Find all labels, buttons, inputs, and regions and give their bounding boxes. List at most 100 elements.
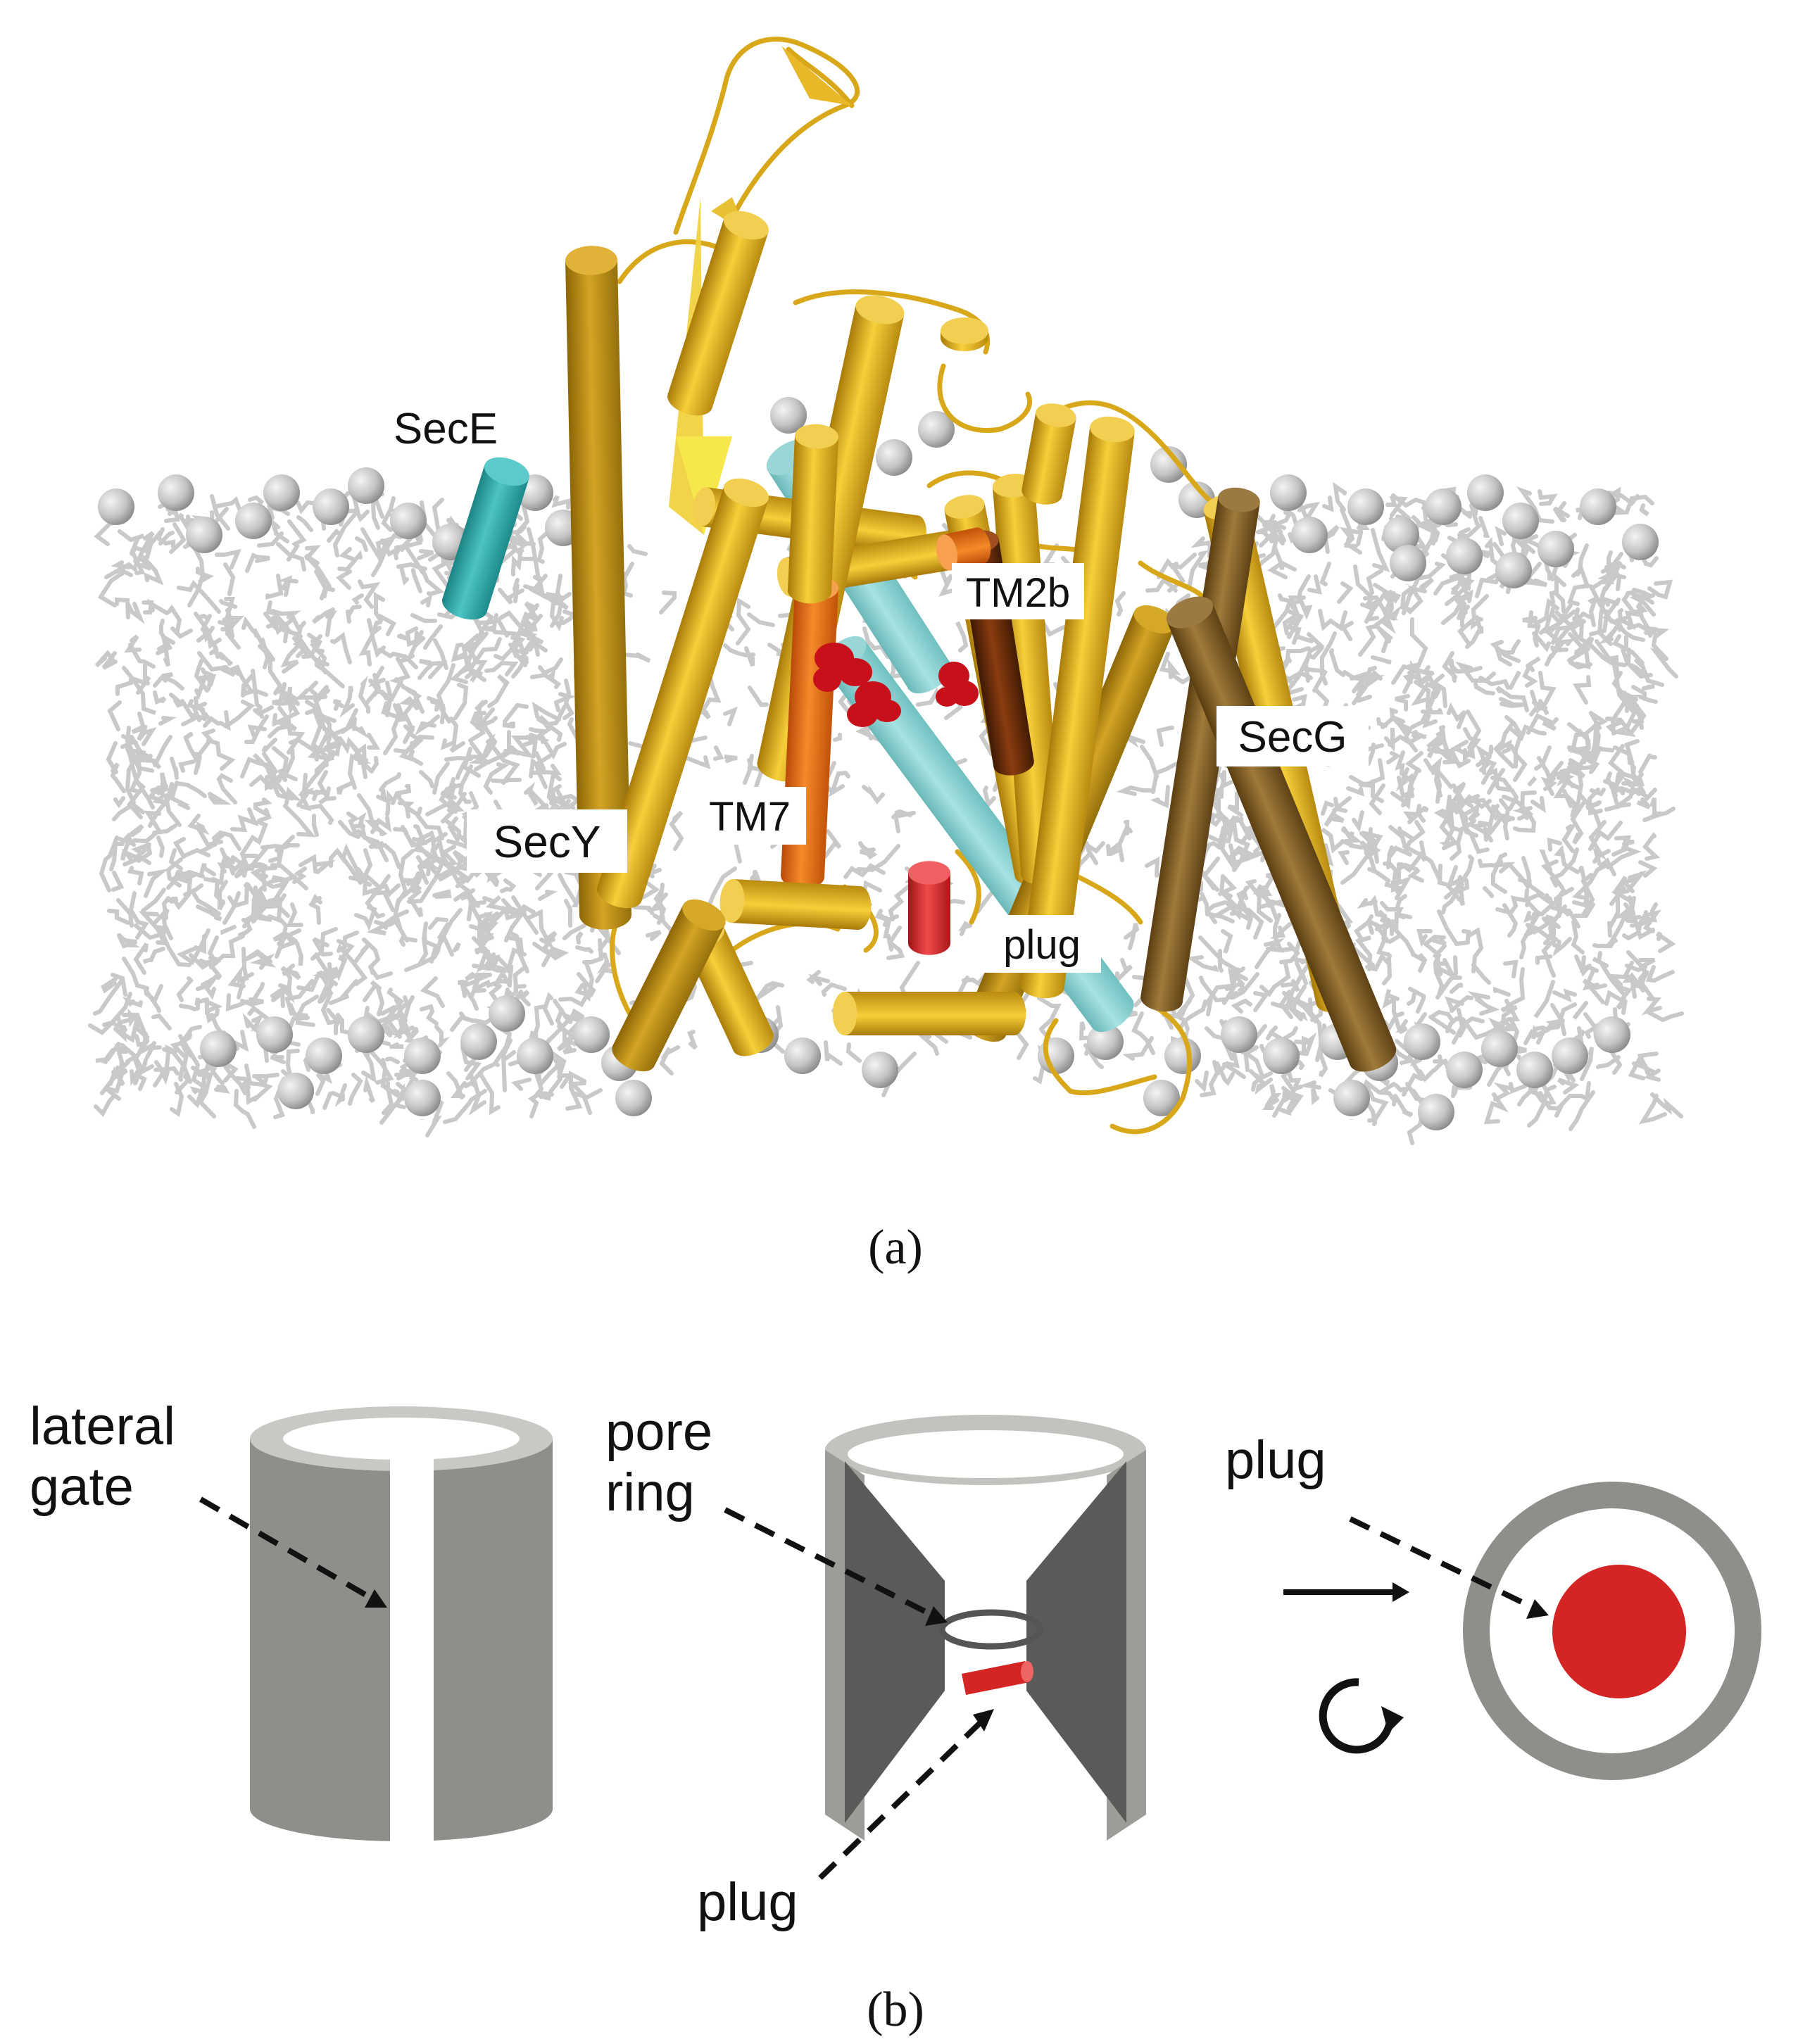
lipid-tail [1534,598,1560,626]
lipid-tail [151,1013,172,1030]
lipid-tail [268,893,287,923]
lipid-head [1164,1037,1201,1074]
lipid-tail [97,570,126,607]
lipid-tail [336,781,355,795]
lipid-tail [1550,1003,1566,1036]
lipid-tail [509,931,529,973]
lipid-tail [1459,819,1476,831]
lipid-tail [127,602,145,624]
lipid-tail [177,1052,189,1082]
lipid-tail [1391,664,1414,685]
lipid-tail [1465,615,1483,649]
lipid-tail [327,528,340,543]
lipid-tail [277,575,298,597]
lipid-tail [1647,1011,1684,1023]
lipid-tail [381,1058,388,1088]
lipid-tail [393,1018,415,1039]
lipid-tail [280,642,302,674]
lipid-tail [462,747,481,778]
lipid-tail [1614,895,1636,919]
lipid-tail [1539,614,1552,635]
lipid-head [517,1037,553,1074]
lipid-tail [1382,954,1392,985]
lipid-tail [596,952,612,974]
lipid-tail [1227,791,1243,817]
lipid-tail [364,690,383,706]
lipid-tail [402,695,420,732]
lipid-tail [516,634,529,664]
lipid-tail [327,962,337,982]
lipid-tail [571,1088,603,1100]
lipid-tail [1493,1082,1511,1102]
lipid-tail [241,616,256,633]
lipid-tail [1650,1092,1683,1118]
lipid-tail [564,899,572,928]
lipid-tail [1221,929,1233,954]
lipid-head [1580,488,1616,525]
lipid-tail [381,496,396,532]
lipid-tail [1264,1084,1279,1109]
lipid-tail [1588,597,1597,627]
lipid-tail [1222,1062,1246,1079]
lipid-head [1390,545,1426,581]
lipid-tail [1595,639,1619,677]
lipid-tail [322,1090,340,1110]
helix-secy-tm1 [565,246,631,930]
lipid-tail [469,741,487,760]
lipid-tail [337,939,355,964]
lipid-head [1467,474,1504,511]
lipid-tail [128,824,144,837]
lipid-tail [514,990,531,1007]
lipid-tail [382,909,409,930]
lipid-tail [160,674,184,690]
lipid-tail [505,935,524,954]
lipid-tail [562,679,574,720]
lipid-tail [1572,675,1592,705]
lipid-tail [888,884,911,921]
lipid-tail [1349,775,1371,788]
lipid-tail [532,764,562,776]
lipid-tail [1655,931,1676,953]
lipid-tail [1328,648,1345,677]
lipid-head [1347,488,1384,525]
lipid-tail [170,1082,184,1117]
lipid-tail [102,992,132,1027]
lipid-tail [125,745,149,799]
lipid-tail [1337,581,1354,604]
lipid-tail [1513,809,1537,833]
lipid-tail [1195,1071,1209,1093]
lipid-tail [1567,722,1591,750]
lipid-tail [1322,496,1334,512]
lipid-tail [287,519,307,562]
lipid-tail [358,812,367,828]
lipid-tail [1352,810,1364,833]
lipid-tail [1592,951,1609,968]
lipid-tail [1116,785,1153,796]
lipid-tail [1478,676,1510,690]
lipid-tail [240,757,272,778]
lipid-tail [257,808,272,823]
lipid-tail [1145,856,1160,878]
label-gate: gate [30,1457,134,1517]
lipid-tail [534,754,552,789]
lipid-tail [1393,1094,1413,1118]
lipid-head [1516,1052,1553,1088]
lipid-tail [280,615,303,638]
lipid-tail [501,747,527,759]
lipid-tail [305,545,322,560]
lipid-tail [187,544,206,607]
lipid-tail [465,972,492,981]
lipid-tail [133,1032,150,1085]
lipid-tail [196,567,215,584]
lipid-tail [1466,709,1482,750]
svg-text:SecY: SecY [493,816,601,867]
lipid-tail [183,883,203,897]
lipid-tail [1528,776,1538,786]
lipid-tail [196,904,222,921]
lipid-tail [163,649,170,667]
lipid-tail [1455,661,1496,683]
pore-ring-residues [813,643,979,727]
lipid-tail [282,786,302,805]
lipid-tail [1561,823,1578,853]
lipid-tail [1170,1005,1190,1031]
